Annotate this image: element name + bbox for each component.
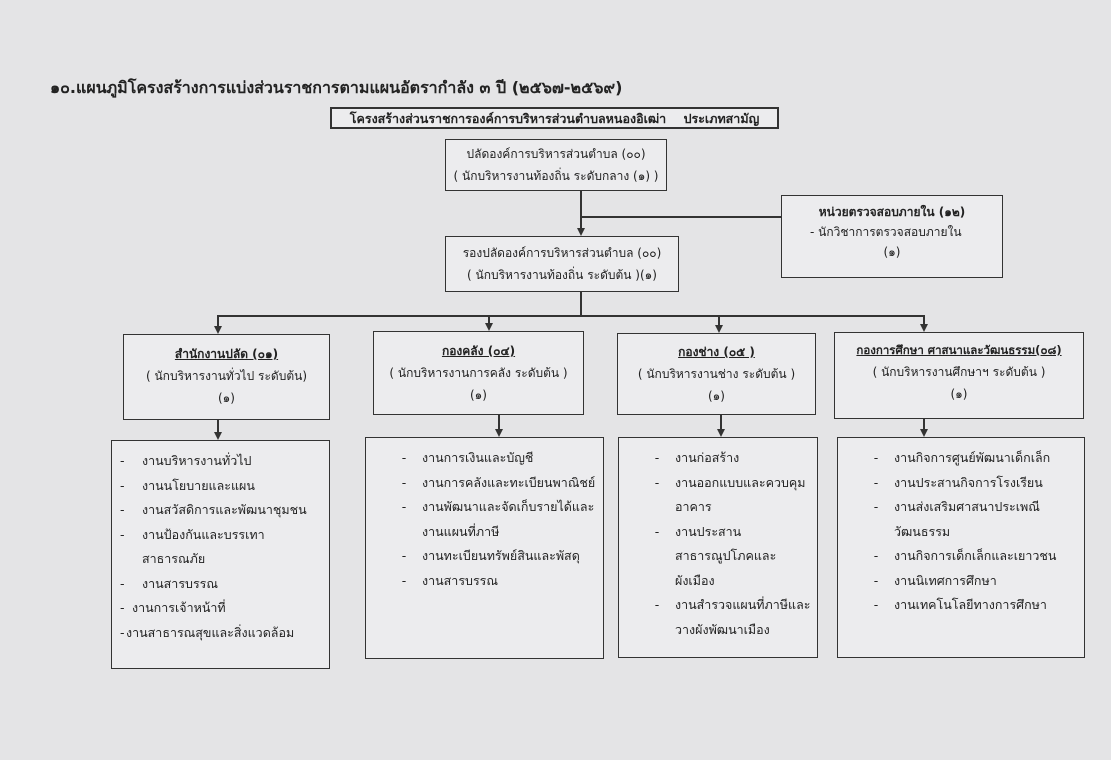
connector — [580, 216, 781, 218]
division-office-tasks: -งานบริหารงานทั่วไป -งานนโยบายและแผน -งา… — [111, 440, 330, 669]
audit-title: หน่วยตรวจสอบภายใน (๑๒) — [818, 205, 966, 219]
task-item: -งานนิเทศการศึกษา — [873, 572, 997, 588]
connector — [580, 191, 582, 229]
division-position: ( นักบริหารงานช่าง ระดับต้น ) — [637, 367, 796, 381]
arrow-icon — [920, 429, 928, 437]
task-item: -งานการเจ้าหน้าที่ — [120, 600, 226, 615]
division-name: สำนักงานปลัด (๐๑) — [174, 347, 279, 361]
task-item: -งานสำรวจแผนที่ภาษีและวางผังพัฒนาเมือง — [654, 597, 811, 637]
deputy-position: ( นักบริหารงานท้องถิ่น ระดับต้น )(๑) — [467, 268, 657, 282]
arrow-icon — [577, 228, 585, 236]
division-count: (๑) — [218, 391, 235, 405]
chart-subtitle: โครงสร้างส่วนราชการองค์การบริหารส่วนตำบล… — [330, 107, 779, 129]
task-item: -งานประสานกิจการโรงเรียน — [873, 474, 1043, 490]
connector — [923, 418, 925, 430]
arrow-icon — [920, 324, 928, 332]
deputy-administrator-box: รองปลัดองค์การบริหารส่วนตำบล (๐๐) ( นักบ… — [445, 236, 679, 292]
connector — [923, 315, 925, 325]
arrow-icon — [485, 323, 493, 331]
division-position: ( นักบริหารงานศึกษาฯ ระดับต้น ) — [872, 365, 1046, 379]
task-item: -งานสวัสดิการและพัฒนาชุมชน — [120, 502, 307, 517]
task-item: -งานก่อสร้าง — [654, 450, 740, 465]
internal-audit-box: หน่วยตรวจสอบภายใน (๑๒) - นักวิชาการตรวจส… — [781, 195, 1003, 278]
task-item: -งานนโยบายและแผน — [120, 477, 255, 493]
page-title: ๑๐.แผนภูมิโครงสร้างการแบ่งส่วนราชการตามแ… — [50, 78, 623, 97]
arrow-icon — [715, 325, 723, 333]
deputy-title: รองปลัดองค์การบริหารส่วนตำบล (๐๐) — [462, 246, 662, 260]
arrow-icon — [717, 429, 725, 437]
division-name: กองช่าง (๐๕ ) — [678, 345, 755, 359]
task-item: -งานป้องกันและบรรเทา สาธารณภัย — [120, 526, 265, 567]
division-education-box: กองการศึกษา ศาสนาและวัฒนธรรม(๐๘) ( นักบร… — [834, 332, 1084, 419]
division-finance-box: กองคลัง (๐๔) ( นักบริหารงานการคลัง ระดับ… — [373, 331, 584, 415]
task-item: -งานบริหารงานทั่วไป — [120, 453, 252, 468]
connector — [580, 292, 582, 315]
connector — [488, 315, 490, 324]
audit-count: (๑) — [883, 245, 901, 259]
task-item: -งานพัฒนาและจัดเก็บรายได้และงานแผนที่ภาษ… — [401, 499, 595, 539]
division-engineering-tasks: -งานก่อสร้าง -งานออกแบบและควบคุมอาคาร -ง… — [618, 437, 818, 658]
division-education-tasks: -งานกิจการศูนย์พัฒนาเด็กเล็ก -งานประสานก… — [837, 437, 1085, 658]
task-item: -งานสาธารณสุขและสิ่งแวดล้อม — [120, 624, 295, 640]
connector — [718, 315, 720, 326]
task-item: -งานการคลังและทะเบียนพาณิชย์ — [401, 474, 596, 490]
division-finance-tasks: -งานการเงินและบัญชี -งานการคลังและทะเบีย… — [365, 437, 604, 659]
chief-administrator-box: ปลัดองค์การบริหารส่วนตำบล (๐๐) ( นักบริห… — [445, 139, 667, 191]
division-office-box: สำนักงานปลัด (๐๑) ( นักบริหารงานทั่วไป ร… — [123, 334, 330, 420]
division-position: ( นักบริหารงานการคลัง ระดับต้น ) — [389, 366, 568, 380]
task-item: -งานทะเบียนทรัพย์สินและพัสดุ — [401, 548, 580, 563]
connector — [217, 315, 924, 317]
task-item: -งานกิจการศูนย์พัฒนาเด็กเล็ก — [873, 450, 1051, 465]
division-count: (๑) — [470, 388, 487, 402]
task-item: -งานออกแบบและควบคุมอาคาร — [654, 474, 806, 515]
task-item: -งานการเงินและบัญชี — [401, 450, 534, 465]
division-count: (๑) — [708, 389, 725, 403]
task-item: -งานสารบรรณ — [401, 572, 498, 588]
audit-position: - นักวิชาการตรวจสอบภายใน — [810, 225, 962, 239]
connector — [720, 414, 722, 430]
connector — [217, 315, 219, 327]
connector — [498, 414, 500, 430]
division-name: กองการศึกษา ศาสนาและวัฒนธรรม(๐๘) — [856, 343, 1062, 357]
task-item: -งานกิจการเด็กเล็กและเยาวชน — [873, 548, 1057, 563]
arrow-icon — [214, 326, 222, 334]
task-item: -งานเทคโนโลยีทางการศึกษา — [873, 597, 1047, 612]
task-item: -งานสารบรรณ — [120, 575, 218, 591]
chief-position: ( นักบริหารงานท้องถิ่น ระดับกลาง (๑) ) — [453, 169, 659, 183]
task-item: -งานส่งเสริมศาสนาประเพณีวัฒนธรรม — [873, 499, 1040, 539]
division-position: ( นักบริหารงานทั่วไป ระดับต้น) — [145, 369, 307, 383]
connector — [217, 419, 219, 433]
division-count: (๑) — [950, 387, 968, 401]
division-engineering-box: กองช่าง (๐๕ ) ( นักบริหารงานช่าง ระดับต้… — [617, 333, 816, 415]
arrow-icon — [495, 429, 503, 437]
arrow-icon — [214, 432, 222, 440]
division-name: กองคลัง (๐๔) — [441, 344, 516, 358]
chief-title: ปลัดองค์การบริหารส่วนตำบล (๐๐) — [466, 147, 646, 161]
task-item: -งานประสานสาธารณูปโภคและผังเมือง — [654, 523, 777, 588]
